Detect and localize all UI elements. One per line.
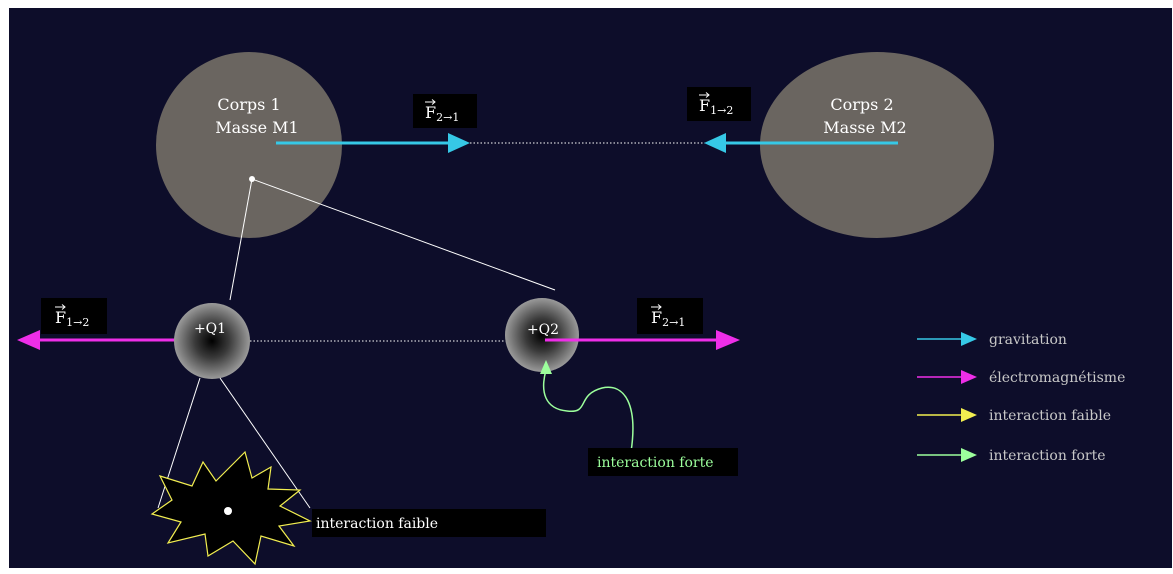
legend-label-strong: interaction forte (989, 448, 1106, 464)
body-1-disc (156, 52, 342, 238)
legend-label-electromagnetism: électromagnétisme (989, 370, 1125, 386)
weak-interaction-label: interaction faible (316, 516, 438, 532)
charge-q1-label: +Q1 (194, 321, 226, 337)
body-2-mass: Masse M2 (823, 118, 906, 137)
charge-q1 (174, 303, 250, 379)
body-1-name: Corps 1 (217, 95, 280, 114)
charge-q2-label: +Q2 (527, 322, 559, 338)
body-2-name: Corps 2 (830, 95, 893, 114)
body-1-mass: Masse M1 (215, 118, 298, 137)
legend-label-gravitation: gravitation (989, 332, 1067, 348)
strong-interaction-label: interaction forte (597, 455, 714, 471)
legend-label-weak: interaction faible (989, 408, 1111, 424)
weak-interaction-center (224, 507, 232, 515)
body-2-disc (760, 52, 994, 238)
